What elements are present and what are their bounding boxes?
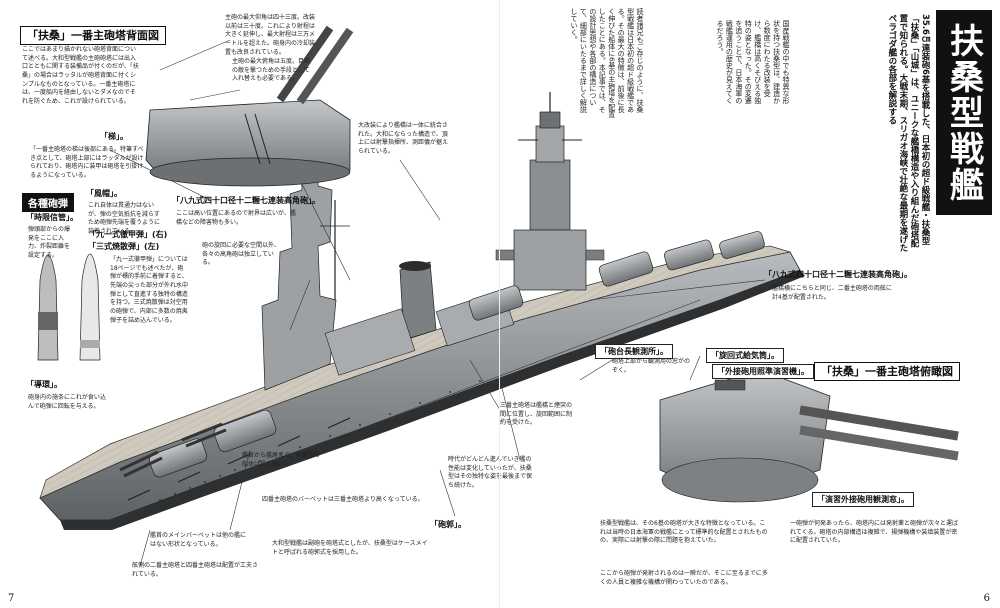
aa-gun2-label: 「八九式四十口径十二糎七連装高角砲」。 xyxy=(764,270,912,279)
shells-illustration xyxy=(37,253,101,361)
funnel xyxy=(399,261,437,341)
main-title: 扶桑型戦艦 xyxy=(936,10,992,215)
right-bottom-2: 一砲弾が何発あったら、砲塔内には発射薬と砲弾が次々と運ばれてくる。砲塔の内部構造… xyxy=(790,520,959,545)
turret-1 xyxy=(119,438,208,478)
page-number-right: 6 xyxy=(983,593,990,604)
turret-2 xyxy=(181,409,277,453)
band-text: 砲身内の施条にこれが食い込んで砲弾に回転を与える。 xyxy=(28,394,106,410)
callout-rangefinder: 主砲の最大俯角は五度。目前の敵を撃つための手段として入れ替えも必要である。 xyxy=(232,58,311,83)
lead-text: 35.6㎝連装砲6基を搭載した、日本初の超ド級戦艦・扶桑型「扶桑」「山城」は、ユ… xyxy=(886,14,930,252)
hull-note: 艦首から艦尾まで、扶桑型の船体は長く細い。 xyxy=(242,452,320,468)
intro-text: 読者諸兄もご存じのように、扶桑型戦艦は日本初の超ド級戦艦である。その最大の特徴は… xyxy=(569,8,644,118)
he-label: 「三式焼散弾」(左) xyxy=(88,242,160,251)
aa-gun-label: 「八九式四十口径十二糎七連装高角砲」。 xyxy=(172,196,320,205)
ap-text: 「九一式徹甲弾」については18ページでも述べたが、砲弾が標的手前に着弾すると、先… xyxy=(110,256,189,324)
right-bottom-1: 扶桑型戦艦は、その6基の砲塔が大きな特徴となっている。これは当時の日本海軍の戦艦… xyxy=(600,520,768,545)
windshield-label: 「風帽」。 xyxy=(86,189,122,198)
turret-back-text: ここではあまり描かれない砲塔背面について述べる。大和型戦艦の主砲砲塔には出入口と… xyxy=(22,46,139,106)
bridge-text: 大改装により艦橋は一体に統合された。大和にならった構造で、頂上には射撃指揮所、測… xyxy=(358,122,449,156)
turret-back-view xyxy=(145,25,354,187)
director-text: 砲の旋回に必要な空間以外、各々の高角砲は独立している。 xyxy=(202,242,281,267)
intro-text-2: 国産戦艦の中でも特異な形状を持つ扶桑型は、建造から数度にわたる改装を受け、艦橋は… xyxy=(715,20,790,104)
obs-label: 「演習外接砲用観測窓」。 xyxy=(812,492,914,507)
bottom-text2: 舷側の二番主砲塔と四番主砲塔は配置が工夫されている。 xyxy=(132,562,259,578)
bow-note: 艦首のメインバーベットは他の艦にはない形状となっている。 xyxy=(150,532,247,548)
gun-label: 「砲郭」。 xyxy=(430,520,466,529)
right-bottom-3: ここから砲弾が発射されるのは一瞬だが、そこに至るまでに多くの人員と複雑な機構が関… xyxy=(600,570,768,586)
turret-back-title: 「扶桑」一番主砲塔背面図 xyxy=(20,26,166,46)
ap-label: 「九一式徹甲弾」(右) xyxy=(88,230,168,239)
director-label-text: 砲塔上部から観測用の窓がのぞく。 xyxy=(612,358,691,374)
pagoda-bridge xyxy=(261,92,605,391)
director-label: 「砲台長観測所」。 xyxy=(595,344,673,359)
shells-title: 各種砲弾 xyxy=(22,193,74,212)
aa-gun-text: ここは高い位置にあるので射界は広いが、艦橋などの障害物も多い。 xyxy=(176,210,296,226)
rotating-label: 「旋回式給気筒」。 xyxy=(706,348,784,363)
callout-range: 主砲の最大仰角は四十三度。改装以前は三十度。これにより射程は大きく延伸し、最大射… xyxy=(225,14,316,56)
practice-label: 「外接砲用照準演習機」。 xyxy=(712,364,814,379)
fuse-label: 「時限信管」。 xyxy=(26,213,78,222)
turret-top-view xyxy=(659,369,959,503)
page-number-left: 7 xyxy=(8,593,15,604)
bottom-text: 四番主砲塔のバーベットは三番主砲塔より高くなっている。 xyxy=(262,496,424,503)
spine-divider xyxy=(499,0,500,608)
turret-top-title: 「扶桑」一番主砲塔俯瞰図 xyxy=(814,362,960,382)
fuse-text: 弾頭部からの爆発をここに入力、炸裂距離を設定する。 xyxy=(28,226,71,260)
turret3-text: 三番主砲塔は艦橋と煙突の間に位置し、旋回範囲に制約を受けた。 xyxy=(500,402,573,427)
ladder-label: 「梯」。 xyxy=(100,132,128,141)
band-label: 「導環」。 xyxy=(26,380,62,389)
era-text: 時代がどんどん進んでいき艦の性能は変化していったが、扶桑型はその独特な姿を最後ま… xyxy=(448,456,533,490)
aa-gun2-text: 艦橋横にこちらと同じ、二番主砲塔の両舷に計4基が配置された。 xyxy=(772,285,892,301)
windshield-text: これ自体は貫通力はないが、弾の空気抵抗を減らすため砲弾先端を覆うように装着されて… xyxy=(88,202,161,236)
gun-text: 大和型戦艦は副砲を砲塔式としたが、扶桑型はケースメイトと呼ばれる砲郭式を採用した… xyxy=(272,540,428,556)
ladder-text: 「一番主砲塔の梯は後部にある。特筆すべき点として、砲塔上部にはラッタルが設けられ… xyxy=(30,146,144,180)
